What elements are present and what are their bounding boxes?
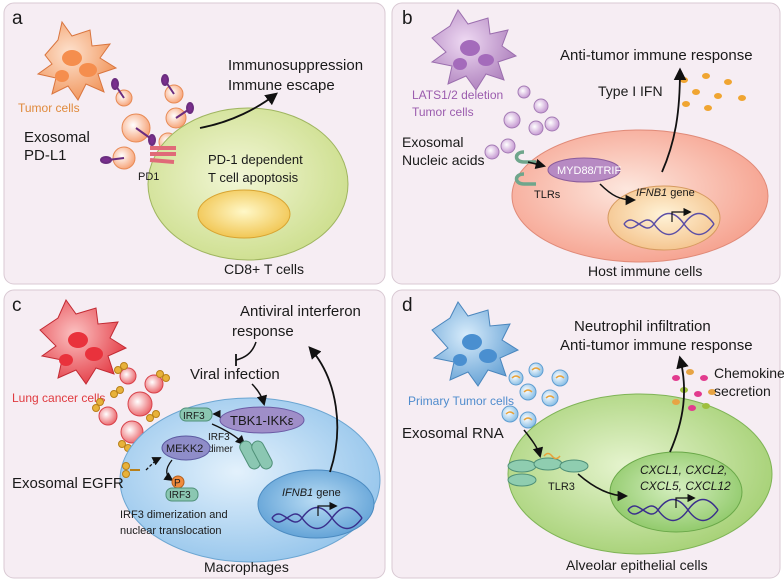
immunosuppression-line2: Immune escape [228,77,335,94]
cxcl-genes-line1: CXCL1, CXCL2, [640,463,727,477]
irf3-bottom-label: IRF3 [169,490,191,501]
ifnb1-gene-label-b: IFNB1 gene [636,187,695,199]
irf3-bottom-node [165,487,199,502]
exosome-group-b [484,85,560,160]
t-cell-nucleus [197,189,291,239]
arrow-gene-to-response-b [661,67,687,173]
cxcl-genes-line2: CXCL5, CXCL12 [640,479,731,493]
arrow-to-immunosuppression [199,92,278,129]
arrow-viral-to-tbk1 [251,383,268,407]
tbk1-ikke-label: TBK1-IKKε [230,413,294,428]
dna-helix-d [627,498,719,522]
arrow-mekk2-to-irf3 [163,459,174,482]
exosomal-nucleic-line1: Exosomal [402,134,463,150]
irf3-top-node [179,407,213,422]
exosome-group-a [100,74,194,170]
cd8-t-cell [147,107,349,261]
panel-letter-c: c [12,295,22,316]
tumor-cells-label: Tumor cells [18,101,80,115]
chemokine-dots [672,369,716,411]
cd8-t-cells-label: CD8+ T cells [224,261,304,277]
myd88-trif-label: MYD88/TRIF [557,165,621,177]
tlr3-label: TLR3 [548,481,575,493]
lats-deletion-line2: Tumor cells [412,105,474,119]
tumor-cell-cluster-blue [431,301,520,387]
pd1-mechanism-line1: PD-1 dependent [208,152,303,167]
antiviral-line2: response [232,323,294,340]
exosomal-nucleic-line2: Nucleic acids [402,152,484,168]
chemokine-line1: Chemokine [714,365,784,381]
exosome-group-c [92,362,170,452]
tumor-cell-cluster-red [39,298,128,385]
macrophage-nucleus [257,469,375,539]
exosomal-rna-label: Exosomal RNA [402,425,504,442]
primary-tumor-cells-label: Primary Tumor cells [408,394,514,408]
chemokine-line2: secretion [714,383,771,399]
panel-letter-d: d [402,295,413,316]
tlr-receptors-b [514,150,536,186]
tumor-cell-cluster-orange [36,20,118,101]
panel-d: d Primary Tumor cells Neutrophi [391,289,784,579]
ifnb1-gene-label-c: IFNB1 gene [282,487,341,499]
tbk1-ikke-node [219,406,305,434]
tlr3-rna-squiggle [543,452,561,460]
ifn-dots [680,73,746,111]
arrow-myd88-to-gene [599,183,637,206]
panel-letter-a: a [12,8,23,29]
pd1-mechanism-line2: T cell apoptosis [208,170,299,185]
exosome-group-d [501,362,569,429]
tlrs-label: TLRs [534,189,561,201]
alveolar-nucleus [609,451,743,533]
arrow-egfr-to-mekk2 [145,457,162,471]
transcription-arrow-d [675,493,696,508]
irf3-dimer-line2: dimer [208,444,234,455]
arrow-gene-to-response-d [669,355,689,453]
exosomal-egfr-label: Exosomal EGFR [12,475,124,492]
arrow-exo-rna-to-tlr3 [523,429,544,459]
antiviral-line1: Antiviral interferon [240,303,361,320]
irf3-dimer-shape [239,440,273,470]
type-i-ifn-label: Type I IFN [598,83,663,99]
mekk2-label: MEKK2 [166,443,203,455]
lung-cancer-cells-label: Lung cancer cells [12,391,105,405]
pd1-label: PD1 [138,171,159,183]
myd88-trif-node [547,157,621,183]
pd1-receptors [149,146,176,164]
neutrophil-infiltration-label: Neutrophil infiltration [574,318,711,335]
macrophages-label: Macrophages [204,559,289,575]
exosomal-pdl1-label-line2: PD-L1 [24,147,67,164]
viral-infection-label: Viral infection [190,366,280,383]
tlr3-receptor [507,457,589,487]
anti-tumor-response-b: Anti-tumor immune response [560,47,753,64]
exosomal-pdl1-label-line1: Exosomal [24,129,90,146]
arrow-tlr3-to-gene [577,473,629,502]
mekk2-node [161,435,211,461]
irf3-dimer-line1: IRF3 [208,432,230,443]
panel-letter-b: b [402,8,413,29]
dna-helix-b [623,212,715,236]
lats-deletion-line1: LATS1/2 deletion [412,88,503,102]
arrow-gene-to-antiviral [308,346,339,473]
arrow-exo-to-myd88 [527,158,547,170]
tumor-cell-cluster-purple [430,9,518,91]
alveolar-epithelial-cells-label: Alveolar epithelial cells [566,557,708,573]
panel-b: b LATS1/2 deletion Tumor cells Anti-tumo… [391,2,781,285]
irf3-top-label: IRF3 [183,411,205,422]
immunosuppression-line1: Immunosuppression [228,57,363,74]
transcription-arrow-b [671,207,692,222]
egfr-receptors [122,462,140,478]
dna-helix-c [271,506,363,530]
transcription-arrow-c [317,501,338,516]
host-immune-cells-label: Host immune cells [588,263,702,279]
panel-c: c Lung cancer cells [3,289,386,579]
phospho-p-label: P [174,478,181,489]
irf3-dimerization-line2: nuclear translocation [120,525,222,537]
anti-tumor-response-d: Anti-tumor immune response [560,337,753,354]
irf3-dimerization-line1: IRF3 dimerization and [120,509,228,521]
inhibition-antiviral-to-viral [235,341,257,361]
panel-a: a Tumor cells E [3,2,386,285]
